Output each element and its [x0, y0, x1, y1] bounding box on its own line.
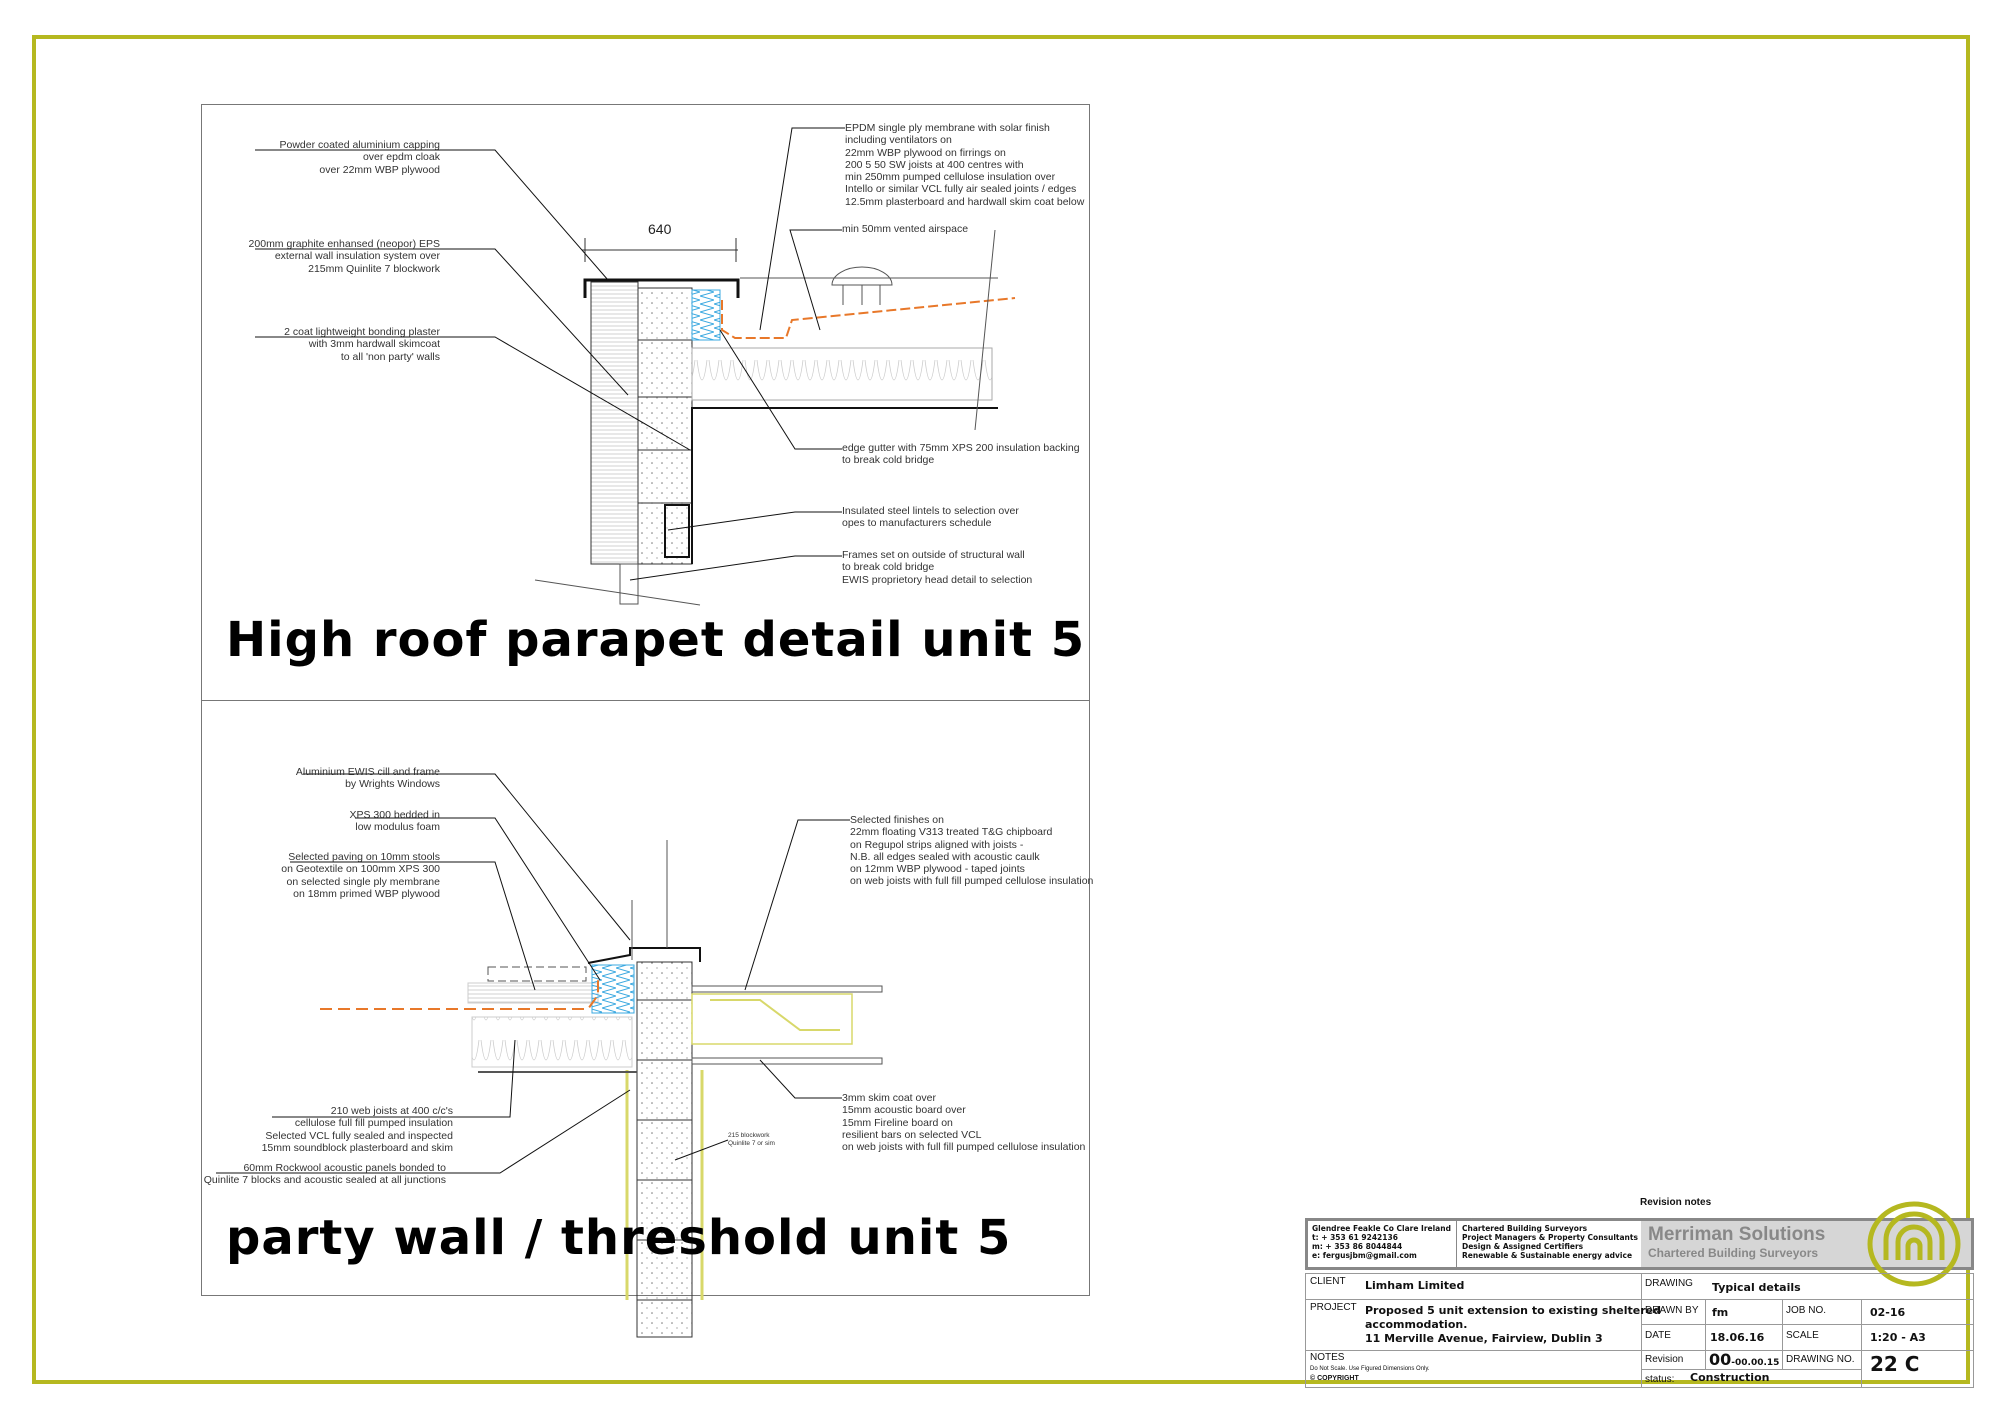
label-paving: Selected paving on 10mm stools on Geotex…: [281, 851, 440, 900]
party-wall-detail: [216, 773, 883, 1338]
grid-line: [1305, 1350, 1974, 1351]
date-label: DATE: [1645, 1330, 1671, 1341]
revision-value: 00-00.00.15: [1709, 1350, 1779, 1369]
revision-label: Revision: [1645, 1354, 1684, 1365]
header-divider: [1456, 1221, 1457, 1267]
copyright: © COPYRIGHT: [1310, 1375, 1359, 1382]
title-block-header: [1305, 1218, 1974, 1270]
label-joists: 210 web joists at 400 c/c's cellulose fu…: [261, 1105, 453, 1154]
label-skim: 3mm skim coat over 15mm acoustic board o…: [842, 1092, 1086, 1154]
label-xps: XPS 300 bedded in low modulus foam: [349, 809, 441, 834]
grid-line: [1641, 1324, 1974, 1325]
grid-line: [1705, 1299, 1706, 1369]
label-airspace: min 50mm vented airspace: [842, 223, 969, 235]
label-cill: Aluminium EWIS cill and frame by Wrights…: [295, 766, 440, 791]
label-finishes: Selected finishes on 22mm floating V313 …: [850, 814, 1094, 888]
parapet-detail: [255, 127, 1016, 606]
title-block-body: [1305, 1273, 1974, 1388]
client-label: CLIENT: [1310, 1276, 1346, 1287]
label-eps: 200mm graphite enhansed (neopor) EPS ext…: [248, 238, 440, 275]
status-value: Construction: [1690, 1371, 1770, 1384]
label-epdm: EPDM single ply membrane with solar fini…: [845, 122, 1085, 208]
label-plaster: 2 coat lightweight bonding plaster with …: [284, 326, 440, 363]
status-label: status:: [1645, 1374, 1675, 1385]
drawing-no-value: 22 C: [1870, 1352, 1920, 1376]
label-rockwool: 60mm Rockwool acoustic panels bonded to …: [203, 1162, 446, 1187]
dimension-640: 640: [648, 221, 672, 237]
project-label: PROJECT: [1310, 1302, 1357, 1313]
label-gutter: edge gutter with 75mm XPS 200 insulation…: [842, 442, 1080, 467]
scale-value: 1:20 - A3: [1870, 1331, 1926, 1344]
services-list: Chartered Building Surveyors Project Man…: [1462, 1224, 1638, 1260]
grid-line: [1641, 1369, 1861, 1370]
notes-label: NOTES: [1310, 1352, 1345, 1363]
revision-date: -00.00.15: [1731, 1358, 1780, 1368]
detail-title-parapet: High roof parapet detail unit 5: [226, 612, 1086, 668]
grid-line: [1305, 1299, 1974, 1300]
grid-line: [1861, 1299, 1862, 1388]
scale-label: SCALE: [1786, 1330, 1819, 1341]
label-blockwork: 215 blockwork Quinlite 7 or sim: [728, 1132, 775, 1147]
date-value: 18.06.16: [1710, 1331, 1765, 1344]
notes-value: Do Not Scale. Use Figured Dimensions Onl…: [1310, 1366, 1430, 1372]
detail-divider: [201, 700, 1090, 701]
company-name: Merriman Solutions: [1648, 1224, 1826, 1245]
contact-address: Glendree Feakle Co Clare Ireland t: + 35…: [1312, 1224, 1451, 1260]
drawing-value: Typical details: [1712, 1281, 1801, 1294]
grid-line: [1782, 1299, 1783, 1369]
project-value: Proposed 5 unit extension to existing sh…: [1365, 1304, 1662, 1345]
drawing-label: DRAWING: [1645, 1278, 1693, 1289]
company-subtitle: Chartered Building Surveyors: [1648, 1246, 1819, 1260]
company-logo-spiral-icon: [1867, 1201, 1961, 1287]
revision-notes: Revision notes: [1640, 1197, 1712, 1208]
revision-number: 00: [1709, 1350, 1732, 1369]
label-lintels: Insulated steel lintels to selection ove…: [842, 505, 1019, 530]
sheet-border: [32, 35, 1970, 1384]
grid-line: [1641, 1273, 1642, 1388]
detail-title-party-wall: party wall / threshold unit 5: [226, 1210, 1012, 1266]
drawing-no-label: DRAWING NO.: [1786, 1354, 1855, 1365]
label-capping: Powder coated aluminium capping over epd…: [279, 139, 440, 176]
drawn-by-value: fm: [1712, 1306, 1729, 1319]
label-frames: Frames set on outside of structural wall…: [842, 549, 1033, 586]
job-no-value: 02-16: [1870, 1306, 1906, 1319]
job-no-label: JOB NO.: [1786, 1305, 1827, 1316]
drawn-by-label: DRAWN BY: [1645, 1305, 1699, 1316]
client-value: Limham Limited: [1365, 1279, 1465, 1292]
